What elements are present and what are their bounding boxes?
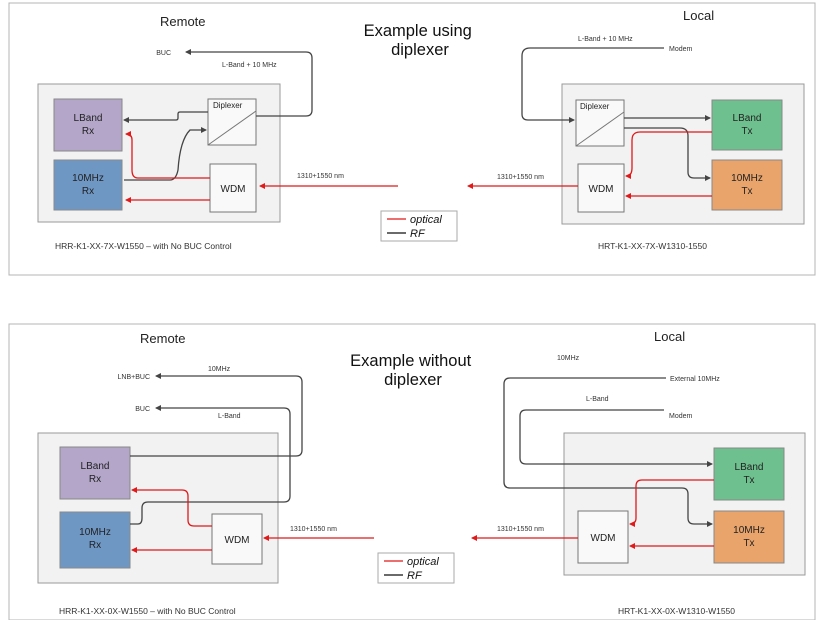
optical-line [629,479,714,527]
remote-lband-label: L-Band [218,413,241,420]
legend-rf-label: RF [410,228,426,240]
legend [380,210,458,242]
rf-line [130,373,303,457]
local-label: Local [683,8,714,23]
legend-rf-label: RF [407,570,423,582]
tenmhz-rx-block [59,511,131,569]
local-label: Local [654,329,685,344]
fiber-label-right: 1310+1550 nm [497,174,544,181]
modem-label: Modem [669,413,693,420]
rf-line [123,111,208,123]
remote-caption: HRR-K1-XX-0X-W1550 – with No BUC Control [59,606,236,616]
remote-rf-label: L-Band + 10 MHz [222,62,277,69]
lnb-buc-label: LNB+BUC [118,374,150,381]
remote-wdm-block [209,163,257,213]
panel-border [8,323,816,620]
title-line: Example using [364,22,472,40]
modem-label: Modem [669,46,693,53]
rf-line [185,49,313,117]
lband-rx-block [53,98,123,152]
local-caption: HRT-K1-XX-0X-W1310-W1550 [618,606,735,616]
local-10mhz-label: 10MHz [557,355,580,362]
remote-caption: HRR-K1-XX-7X-W1550 – with No BUC Control [55,241,232,251]
lband-tx-block [713,447,785,501]
local-diplexer-label: Diplexer [580,102,610,111]
remote-label: Remote [160,14,206,29]
local-wdm-block [577,510,629,564]
local-diplexer-block [575,99,625,147]
rf-line [521,47,664,123]
lband-tx-block [711,99,783,151]
tenmhz-rx-block [53,159,123,211]
optical-line [131,487,212,527]
legend-optical-label: optical [407,556,439,568]
panel-without-diplexer: Remote Local Example without diplexer LB… [8,323,816,620]
remote-10mhz-label: 10MHz [208,366,231,373]
panel-title: Example using diplexer [364,22,477,59]
fiber-label-left: 1310+1550 nm [297,173,344,180]
ext-10mhz-label: External 10MHz [670,376,720,383]
panel-border [8,2,816,276]
remote-wdm-label: WDM [225,535,250,546]
diplexer-diagonal [207,110,257,146]
remote-label: Remote [140,331,186,346]
rf-line [519,409,713,467]
local-rf-label: L-Band + 10 MHz [578,36,633,43]
local-caption: HRT-K1-XX-7X-W1310-1550 [598,241,707,251]
lband-rx-block [59,446,131,500]
rf-line [503,377,713,527]
rf-line [624,127,711,181]
remote-diplexer-label: Diplexer [213,101,243,110]
legend-optical-label: optical [410,214,442,226]
tenmhz-tx-block [713,510,785,564]
rf-line [124,127,207,181]
remote-wdm-label: WDM [221,184,246,195]
tenmhz-tx-block [711,159,783,211]
optical-line [125,131,210,179]
local-wdm-label: WDM [591,533,616,544]
buc-label: BUC [156,50,171,57]
local-wdm-block [577,163,625,213]
legend [377,552,455,584]
panel-title: Example without diplexer [350,352,476,389]
optical-line [625,131,712,179]
fiber-label-right: 1310+1550 nm [497,526,544,533]
title-line: diplexer [391,41,449,59]
fiber-label-left: 1310+1550 nm [290,526,337,533]
rf-line [130,405,291,525]
remote-wdm-block [211,513,263,565]
local-lband-label: L-Band [586,396,609,403]
diplexer-diagonal [575,111,625,147]
buc-label: BUC [135,406,150,413]
local-wdm-label: WDM [589,184,614,195]
remote-diplexer-block [207,98,257,146]
panel-with-diplexer: Remote Local Example using diplexer LBan… [8,2,816,276]
